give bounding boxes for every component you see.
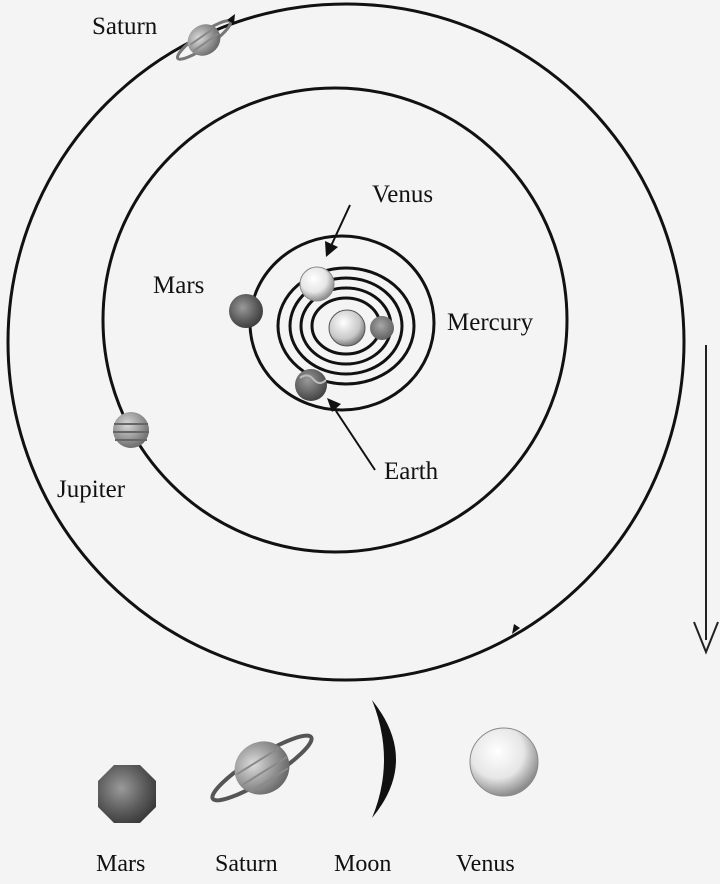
legend-label-moon: Moon [334,852,391,876]
down-arrow [694,345,718,652]
legend-saturn-icon [199,715,325,821]
earth-planet [295,369,327,401]
sun [329,310,365,346]
label-mars: Mars [153,273,204,298]
venus-pointer-arrow [325,205,350,257]
legend-venus-icon [470,728,538,796]
mercury-planet [370,316,394,340]
legend-label-mars: Mars [96,852,145,876]
label-mercury: Mercury [447,310,533,335]
legend-mars-icon [98,765,156,823]
label-venus: Venus [372,182,433,207]
label-saturn: Saturn [92,14,157,39]
venus-planet [300,267,334,301]
jupiter-planet [113,412,149,448]
label-earth: Earth [384,459,438,484]
saturn-planet [169,9,239,70]
mars-planet [229,294,263,328]
legend-label-saturn: Saturn [215,852,278,876]
label-jupiter: Jupiter [57,477,125,502]
legend-moon-icon [372,700,396,818]
legend-label-venus: Venus [456,852,515,876]
